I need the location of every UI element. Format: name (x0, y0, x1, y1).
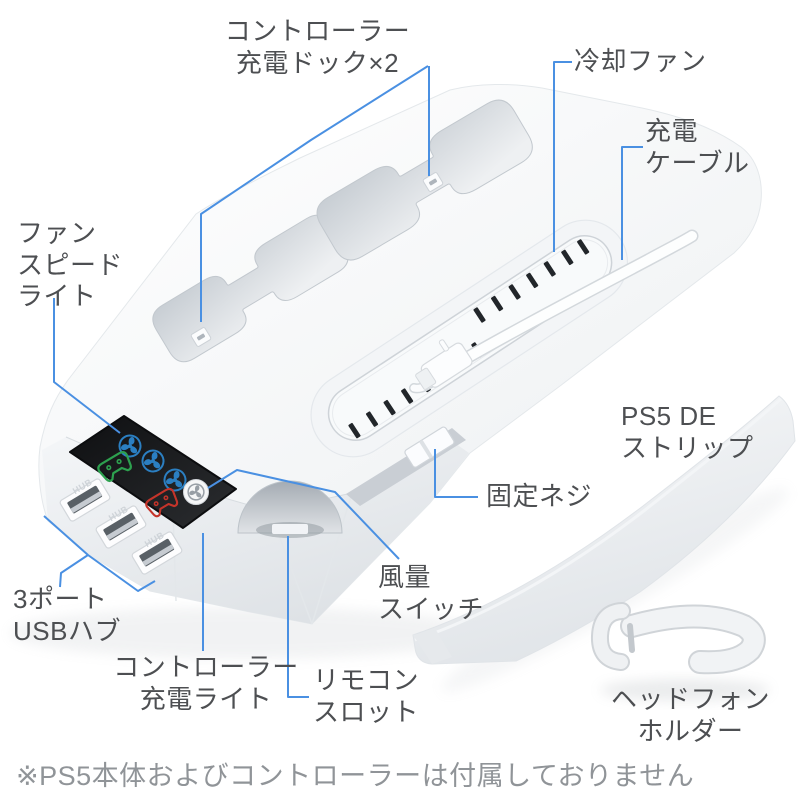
callout-line-cooling-fan (553, 61, 572, 252)
ps5-de-strip (412, 395, 796, 665)
callout-line-usb-hub-drop (59, 554, 89, 588)
cooling-vent (310, 219, 629, 458)
callout-line-air-switch (207, 469, 400, 560)
label-ps5-de-strip: PS5 DE ストリップ (621, 401, 754, 463)
label-headphone-holder: ヘッドフォン ホルダー (610, 684, 770, 746)
label-fixing-screw: 固定ネジ (486, 481, 593, 511)
fixing-screw-rail (346, 426, 466, 506)
fan-speed-button (183, 479, 209, 505)
label-air-volume-switch: 風量 スイッチ (378, 562, 485, 624)
callout-line-fixing-screw (434, 449, 478, 498)
controller-dock-recess-1 (152, 214, 349, 363)
callout-lines (43, 61, 643, 698)
label-remote-slot: リモコン スロット (312, 665, 419, 727)
callout-line-remote-slot (287, 536, 309, 698)
label-charge-cable: 充電 ケーブル (645, 116, 750, 178)
callout-line-fan-speed-light (53, 298, 121, 434)
headphone-hook (590, 602, 766, 675)
callout-line-usb-hub-bracket (43, 515, 156, 592)
disclaimer-text: ※PS5本体およびコントローラーは付属しておりません (16, 761, 695, 791)
label-controller-dock: コントローラー 充電ドック×2 (224, 16, 411, 78)
label-usb-hub: 3ポート USBハブ (13, 584, 121, 646)
label-cooling-fan: 冷却ファン (574, 46, 707, 76)
label-controller-charge-light: コントローラー 充電ライト (113, 652, 299, 714)
remote-slot-recess (237, 480, 343, 538)
callout-line-controller-dock-1 (200, 65, 429, 322)
callout-line-charge-cable (621, 146, 643, 260)
label-fan-speed-light: ファン スピード ライト (17, 218, 124, 312)
charge-cable (409, 229, 699, 394)
cable-connector (415, 339, 473, 390)
